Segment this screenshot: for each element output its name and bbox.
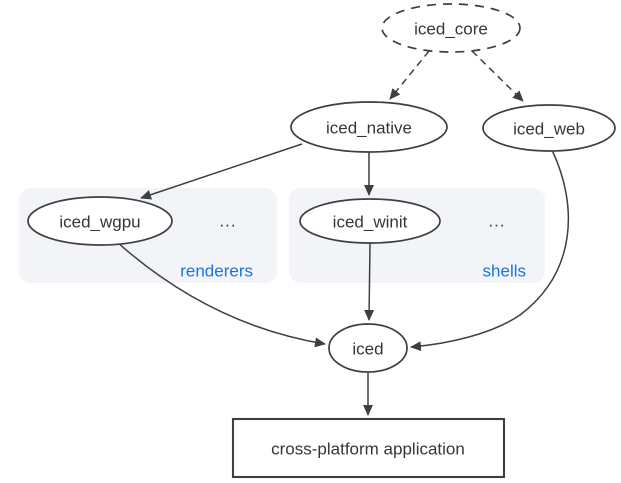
edge-iced-web-to-iced: [410, 149, 570, 352]
ellipsis-shells: ...: [488, 212, 505, 231]
ellipsis-renderers: ...: [219, 212, 236, 231]
edge-iced-winit-to-iced: [364, 242, 375, 321]
group-label-renderers: renderers: [180, 262, 253, 281]
node-label-iced-native: iced_native: [326, 119, 412, 138]
node-iced-web: [482, 104, 616, 152]
edge-iced-core-to-iced-native: [389, 50, 430, 100]
node-cross-platform-application: [231, 417, 506, 479]
node-iced: [328, 323, 408, 373]
edge-iced-wgpu-to-iced: [116, 241, 326, 348]
node-iced-native: [290, 101, 448, 153]
node-label-iced-core: iced_core: [414, 20, 488, 39]
node-label-iced-winit: iced_winit: [333, 213, 408, 232]
node-iced-wgpu: [27, 196, 173, 246]
node-label-iced-web: iced_web: [513, 120, 585, 139]
node-label-cross-platform-application: cross-platform application: [271, 440, 465, 459]
node-label-iced-wgpu: iced_wgpu: [59, 213, 140, 232]
edge-iced-native-to-iced-wgpu: [140, 143, 303, 200]
node-iced-core: [381, 3, 521, 53]
node-label-iced: iced: [352, 340, 383, 359]
edge-iced-core-to-iced-web: [471, 50, 524, 102]
node-iced-winit: [299, 198, 441, 244]
group-label-shells: shells: [483, 262, 526, 281]
